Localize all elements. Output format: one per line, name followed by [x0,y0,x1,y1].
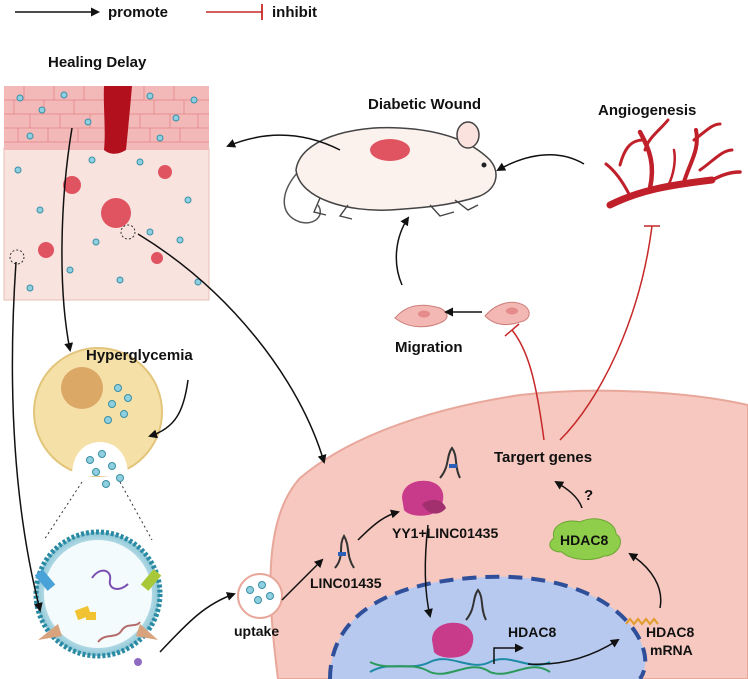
hyperglycemia-label: Hyperglycemia [86,347,193,364]
transcription-arrow [493,643,524,664]
inhibit-lines [504,225,660,441]
lncrna-hairpin [439,446,461,479]
lncrna-hairpin [334,534,355,569]
promote-arrows [11,127,662,666]
red-blood-cell [101,198,131,228]
migration-label: Migration [395,339,463,356]
membrane-protein [140,569,162,591]
skin-exosomes [14,91,202,292]
dna-helix [369,658,551,675]
membrane-protein [134,658,142,666]
mouse-wound [370,139,410,161]
blood-vessel-icon [604,118,742,209]
healing-delay-label: Healing Delay [48,54,147,71]
cell-exosomes [86,384,132,488]
hdac8-mrna-label-line2: mRNA [650,642,693,658]
uptake-exosome [266,592,274,600]
mouse-ear [456,121,480,149]
mouse-body [295,126,497,211]
lncrna-hairpin [465,588,487,621]
target-genes-label: Targert genes [494,449,592,466]
exosome-highlight [9,249,25,265]
exosome-highlight [120,224,136,240]
skin-section [3,86,210,301]
uptake-exosome [254,596,262,604]
hdac8-protein-label: HDAC8 [560,532,608,548]
uptake-exosome [246,586,254,594]
red-blood-cell [151,252,163,264]
hdac8-protein [549,518,621,560]
yy1-complex-label: YY1+LINC01435 [392,525,498,541]
angiogenesis-label: Angiogenesis [598,102,696,119]
nucleus [330,576,646,679]
red-blood-cell [38,242,54,258]
migrating-cell [484,301,530,325]
mouse-eye [481,162,487,168]
hdac8-mrna-label-line1: HDAC8 [646,624,694,640]
secreting-cell-nucleus [61,367,103,409]
hdac8-gene-label: HDAC8 [508,624,556,640]
red-blood-cell [158,165,172,179]
zoom-line [43,481,83,541]
yy1-protein [432,622,474,658]
exosome-protein [86,612,96,620]
legend-promote-label: promote [108,4,168,21]
membrane-protein [38,624,62,640]
uptake-label: uptake [234,623,279,639]
exosome-zoom [33,529,163,666]
zoom-line [119,481,153,541]
nuclear-envelope [328,574,648,679]
question-mark-label: ? [584,487,593,504]
migrating-cell-nucleus [506,307,518,315]
exosome-rna [97,621,141,643]
yy1-protein-lobe [422,499,446,514]
legend-inhibit-label: inhibit [272,4,317,21]
lncrna-segment [449,464,457,468]
membrane-protein [136,624,158,640]
membrane-protein [34,569,56,591]
exosome-rna [91,569,129,590]
linc01435-label: LINC01435 [310,575,382,591]
red-blood-cell [63,176,81,194]
lncrna-segment [338,552,346,556]
uptake-pocket [237,573,283,619]
diabetic-wound-label: Diabetic Wound [368,96,481,113]
uptake-exosome [258,581,266,589]
wound-gash [103,86,132,154]
migrating-cell-nucleus [418,310,430,318]
hdac8-mrna-icon [625,617,659,626]
legend: promote inhibit [15,4,317,21]
mouse-illustration [283,121,497,224]
